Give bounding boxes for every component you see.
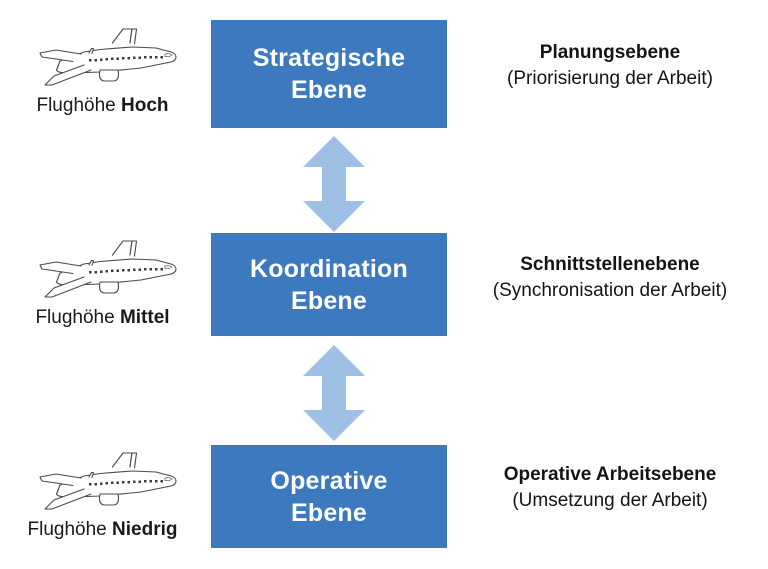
description-subtitle: (Priorisierung der Arbeit)	[507, 68, 713, 89]
altitude-prefix: Flughöhe	[27, 519, 107, 540]
connector-strategic-to-coordination	[303, 136, 365, 232]
level-box-line2: Ebene	[290, 76, 368, 104]
description-subtitle: (Synchronisation der Arbeit)	[492, 280, 728, 301]
description-title: Planungsebene	[539, 42, 681, 63]
double-arrow-vertical-icon	[303, 345, 365, 441]
description-title: Operative Arbeitsebene	[503, 464, 717, 485]
airplane-icon	[39, 240, 177, 298]
plane-group-operational: Flughöhe Niedrig	[0, 446, 205, 542]
altitude-value: Niedrig	[112, 519, 178, 540]
plane-group-coordination: Flughöhe Mittel	[0, 234, 205, 330]
plane-group-strategic: Flughöhe Hoch	[0, 22, 205, 118]
airplane-icon	[39, 452, 177, 510]
level-box-line1: Koordination	[250, 254, 408, 283]
altitude-value: Mittel	[119, 307, 170, 328]
double-arrow-vertical-icon	[303, 136, 365, 232]
altitude-value: Hoch	[121, 95, 169, 116]
altitude-caption-strategic: Flughöhe Hoch	[0, 94, 205, 118]
description-title: Schnittstellenebene	[520, 254, 700, 275]
altitude-caption-coordination: Flughöhe Mittel	[0, 306, 205, 330]
description-subtitle: (Umsetzung der Arbeit)	[512, 490, 708, 511]
level-box-line2: Ebene	[290, 286, 368, 315]
level-box-operational[interactable]: Operative Ebene	[211, 445, 447, 548]
altitude-caption-operational: Flughöhe Niedrig	[0, 518, 205, 542]
connector-coordination-to-operational	[303, 345, 365, 441]
level-box-line1: Strategische	[252, 44, 406, 72]
level-box-line2: Ebene	[290, 498, 368, 527]
description-group-strategic: Planungsebene (Priorisierung der Arbeit)	[452, 40, 768, 92]
description-group-operational: Operative Arbeitsebene (Umsetzung der Ar…	[452, 462, 768, 514]
description-group-coordination: Schnittstellenebene (Synchronisation der…	[452, 252, 768, 304]
airplane-icon	[39, 28, 177, 86]
altitude-prefix: Flughöhe	[35, 307, 115, 328]
level-box-line1: Operative	[270, 466, 388, 495]
level-box-coordination[interactable]: Koordination Ebene	[211, 233, 447, 336]
level-box-strategic[interactable]: Strategische Ebene	[211, 20, 447, 128]
altitude-prefix: Flughöhe	[36, 95, 116, 116]
